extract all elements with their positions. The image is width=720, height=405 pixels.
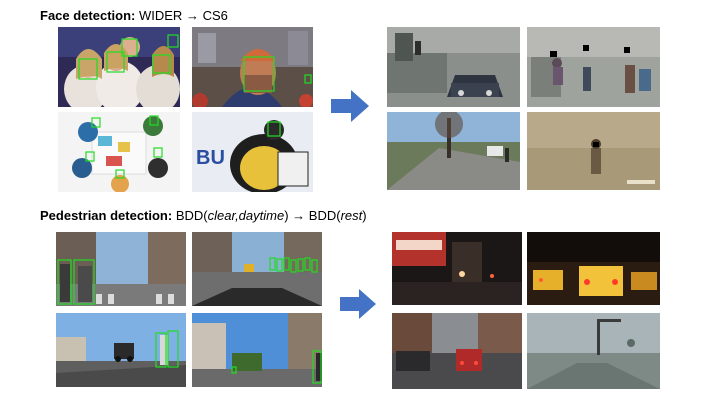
bdd-rest-image-night-store xyxy=(392,232,522,305)
bdd-rest-image-foggy-road xyxy=(527,313,660,389)
bdd-rest-image-rainy-street xyxy=(392,313,522,389)
wider-image-cheerleaders xyxy=(58,27,180,107)
bdd-clear-image-suburban-road xyxy=(56,313,186,387)
bdd-clear-image-hill-street xyxy=(192,313,322,387)
pedestrian-source-suffix: ) xyxy=(284,208,289,223)
bdd-clear-image-crosswalk xyxy=(56,232,186,306)
face-target: CS6 xyxy=(202,8,228,23)
right-arrow-icon xyxy=(340,289,376,319)
pedestrian-source-condition: clear,daytime xyxy=(207,208,285,223)
face-arrow-glyph: → xyxy=(185,8,199,23)
right-arrow-icon xyxy=(331,90,369,122)
pedestrian-target-condition: rest xyxy=(340,208,363,223)
pedestrian-target-prefix: BDD( xyxy=(308,208,341,223)
cs6-image-walking-person xyxy=(527,112,660,190)
pedestrian-heading-bold: Pedestrian detection: xyxy=(40,208,173,223)
wider-image-hockey-goalie: BU xyxy=(192,112,313,192)
pedestrian-source-prefix: BDD( xyxy=(175,208,208,223)
face-detection-heading: Face detection: WIDER → CS6 xyxy=(40,8,228,24)
pedestrian-arrow-glyph: → xyxy=(292,208,306,223)
wider-image-masked-person xyxy=(192,27,313,107)
face-source: WIDER xyxy=(138,8,183,23)
svg-text:BU: BU xyxy=(196,147,225,169)
pedestrian-detection-heading: Pedestrian detection: BDD(clear,daytime)… xyxy=(40,208,367,224)
cs6-image-parking-truck xyxy=(387,27,520,107)
pedestrian-target-suffix: ) xyxy=(362,208,367,223)
cs6-image-street-tree xyxy=(387,112,520,190)
bdd-rest-image-night-traffic xyxy=(527,232,660,305)
cs6-image-plaza-people xyxy=(527,27,660,107)
bdd-clear-image-city-road xyxy=(192,232,322,306)
face-heading-bold: Face detection: xyxy=(40,8,136,23)
wider-image-table-topdown xyxy=(58,112,180,192)
